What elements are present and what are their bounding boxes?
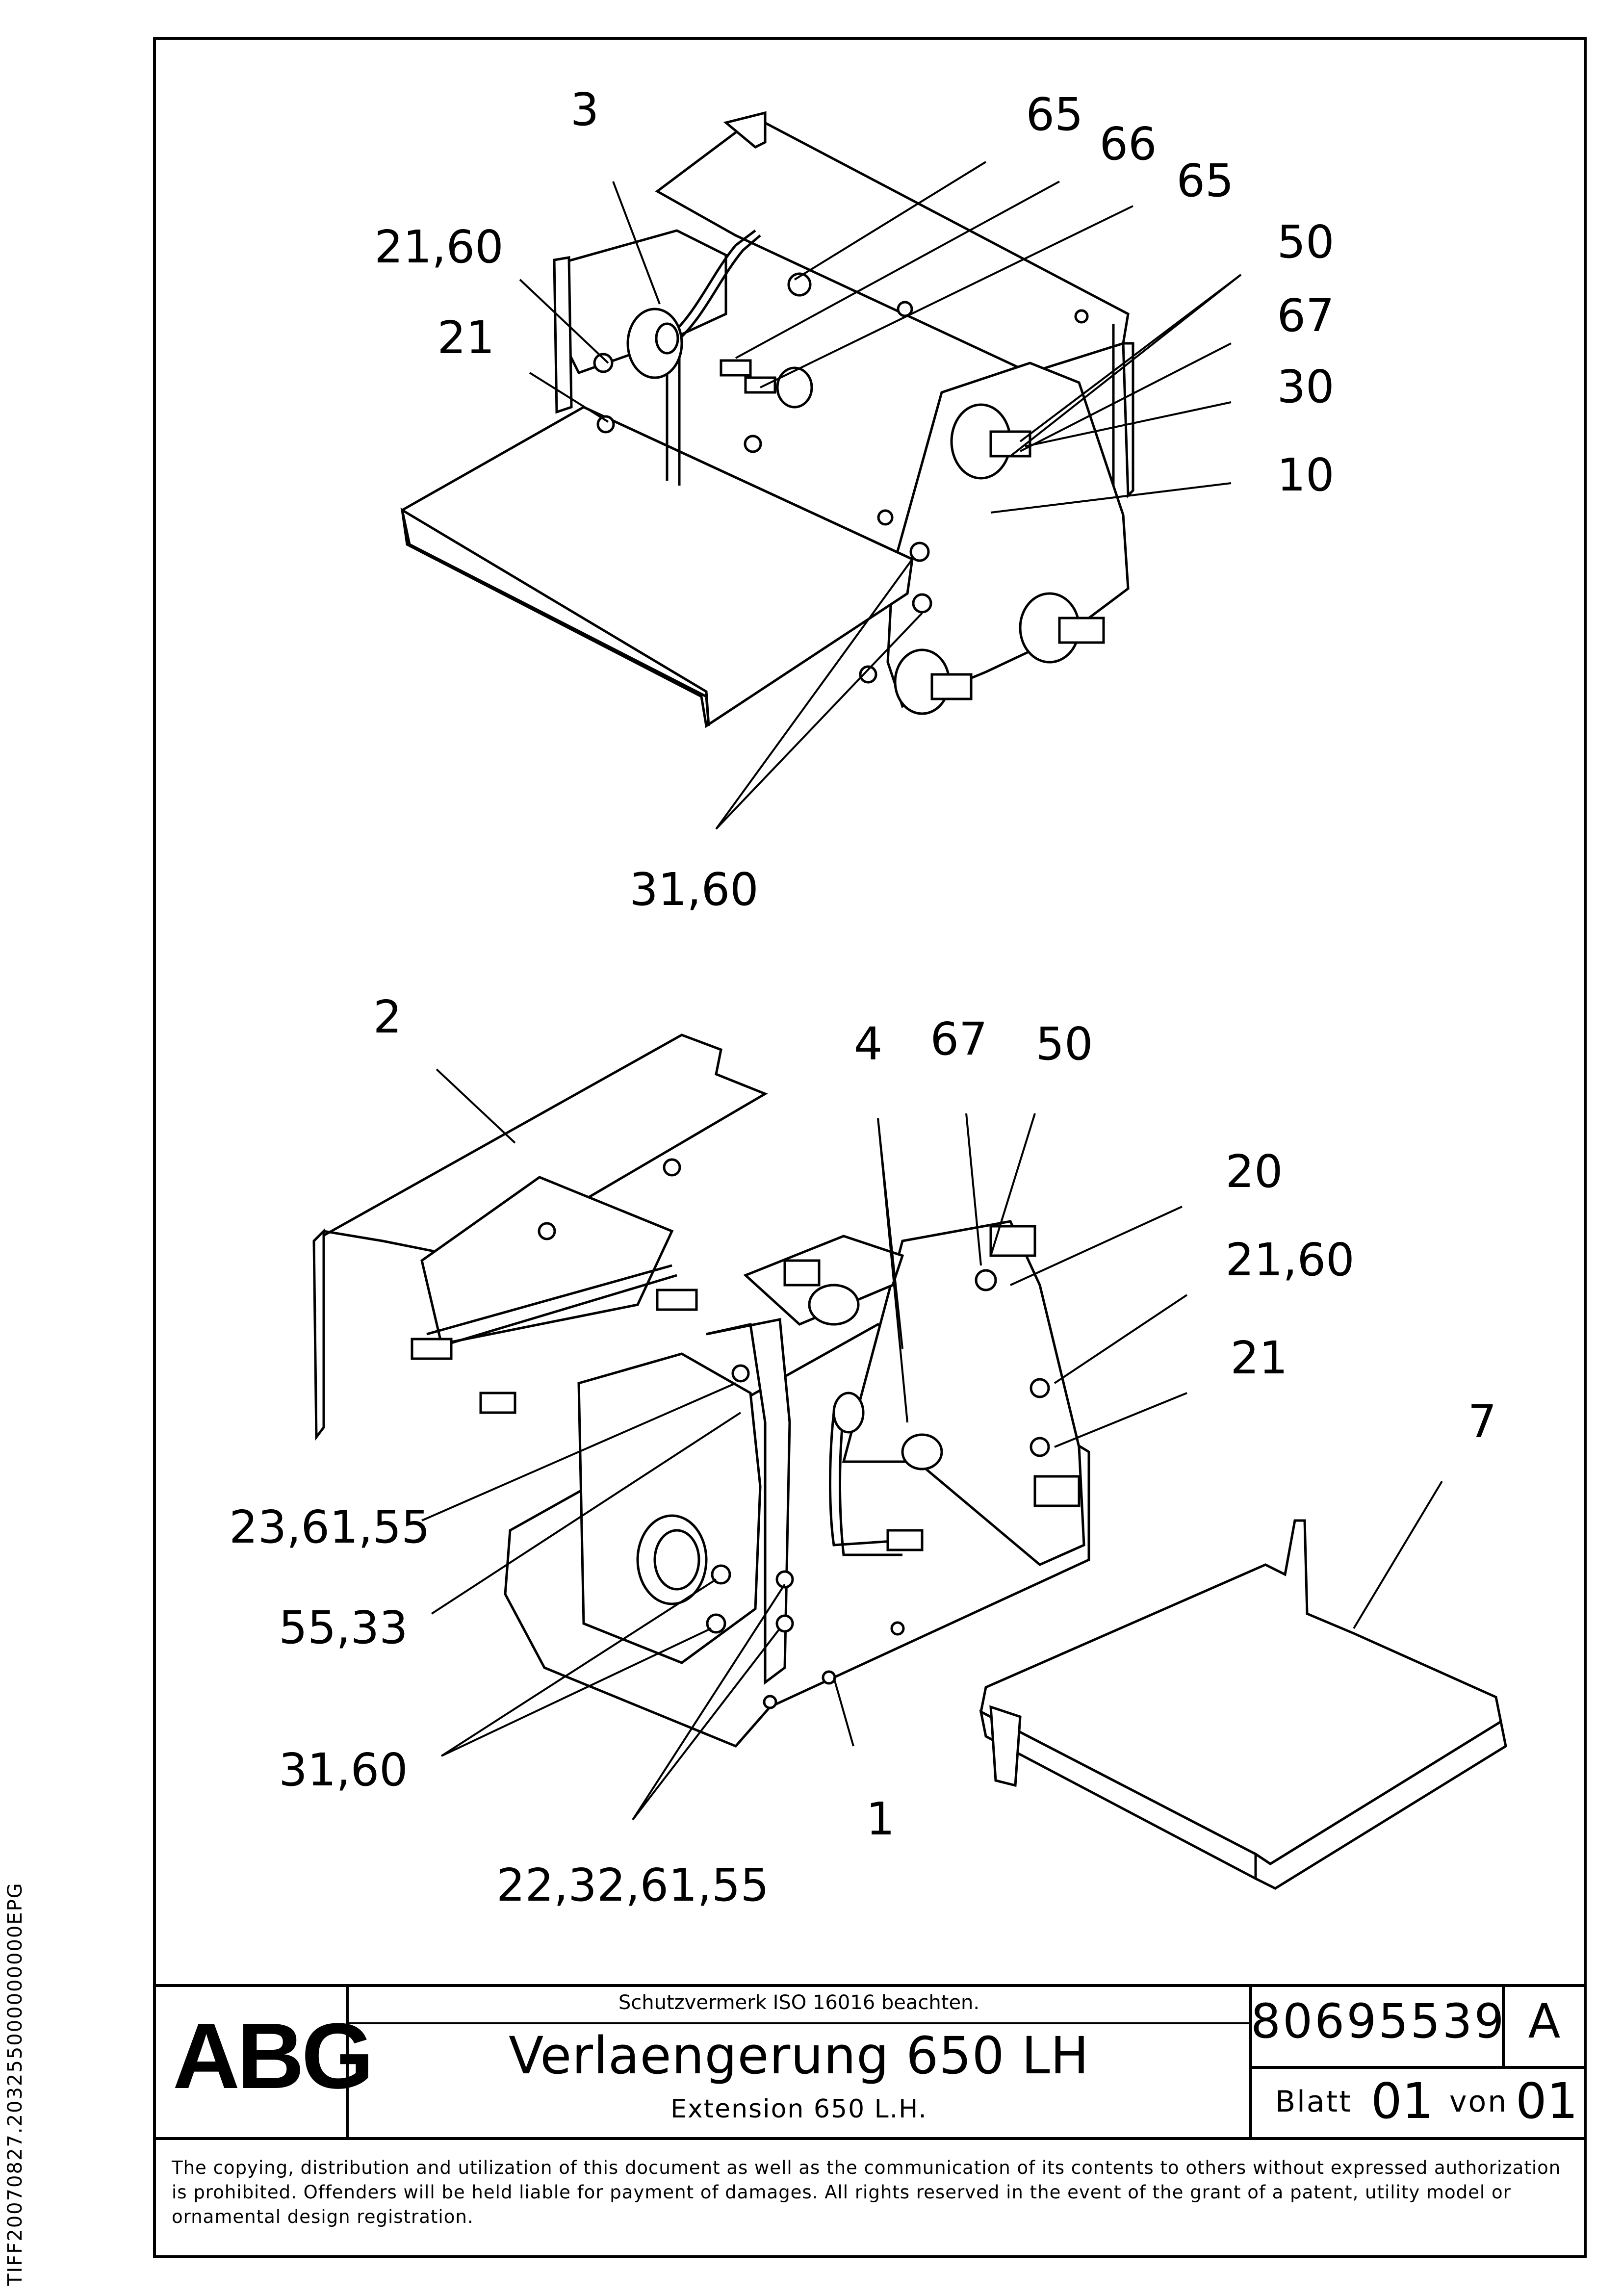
- lower-assembly-drawing: [312, 1033, 1507, 1890]
- callout-label: 67: [930, 1013, 987, 1065]
- callout-label: 21: [1230, 1332, 1287, 1384]
- upper-leader-lines: [519, 161, 1242, 830]
- revision-letter: A: [1528, 1994, 1561, 2049]
- callout-label: 30: [1277, 361, 1334, 413]
- company-logo: ABG: [173, 2004, 374, 2108]
- of-label: von: [1449, 2085, 1508, 2119]
- callout-label: 2: [373, 991, 402, 1043]
- callout-label: 21: [437, 311, 494, 364]
- title-english: Extension 650 L.H.: [670, 2094, 927, 2124]
- callout-label: 55,33: [279, 1601, 408, 1654]
- sheet-number: 01: [1371, 2072, 1434, 2130]
- callout-label: 3: [570, 83, 599, 136]
- callout-label: 66: [1099, 118, 1157, 170]
- callout-label: 65: [1026, 88, 1083, 141]
- callout-label: 31,60: [629, 863, 758, 916]
- callout-label: 1: [866, 1793, 895, 1845]
- callout-label: 21,60: [374, 221, 503, 273]
- copyright-notice: The copying, distribution and utilizatio…: [172, 2157, 1561, 2227]
- callout-label: 22,32,61,55: [496, 1859, 769, 1911]
- protection-notice: Schutzvermerk ISO 16016 beachten.: [618, 1991, 980, 2014]
- callout-label: 7: [1468, 1395, 1497, 1448]
- callout-label: 21,60: [1225, 1234, 1354, 1286]
- sheet-label: Blatt: [1275, 2085, 1352, 2119]
- callout-label: 4: [854, 1018, 883, 1070]
- upper-assembly-drawing: [400, 111, 1134, 728]
- sheet-total: 01: [1516, 2072, 1578, 2130]
- drawing-frame: [153, 37, 1587, 2258]
- lower-leader-lines: [421, 1068, 1443, 1821]
- callout-label: 20: [1225, 1145, 1283, 1198]
- drawing-number: 80695539: [1251, 1994, 1506, 2049]
- callout-label: 50: [1277, 216, 1334, 268]
- callout-label: 10: [1277, 449, 1334, 501]
- callout-label: 50: [1035, 1018, 1093, 1070]
- callout-label: 31,60: [279, 1744, 408, 1796]
- callout-label: 67: [1277, 289, 1334, 342]
- callout-label: 65: [1176, 155, 1234, 207]
- title-german: Verlaengerung 650 LH: [509, 2026, 1089, 2086]
- side-archive-code: TIFF20070827.203255000000000EPG: [4, 1882, 26, 2286]
- callout-label: 23,61,55: [229, 1501, 430, 1553]
